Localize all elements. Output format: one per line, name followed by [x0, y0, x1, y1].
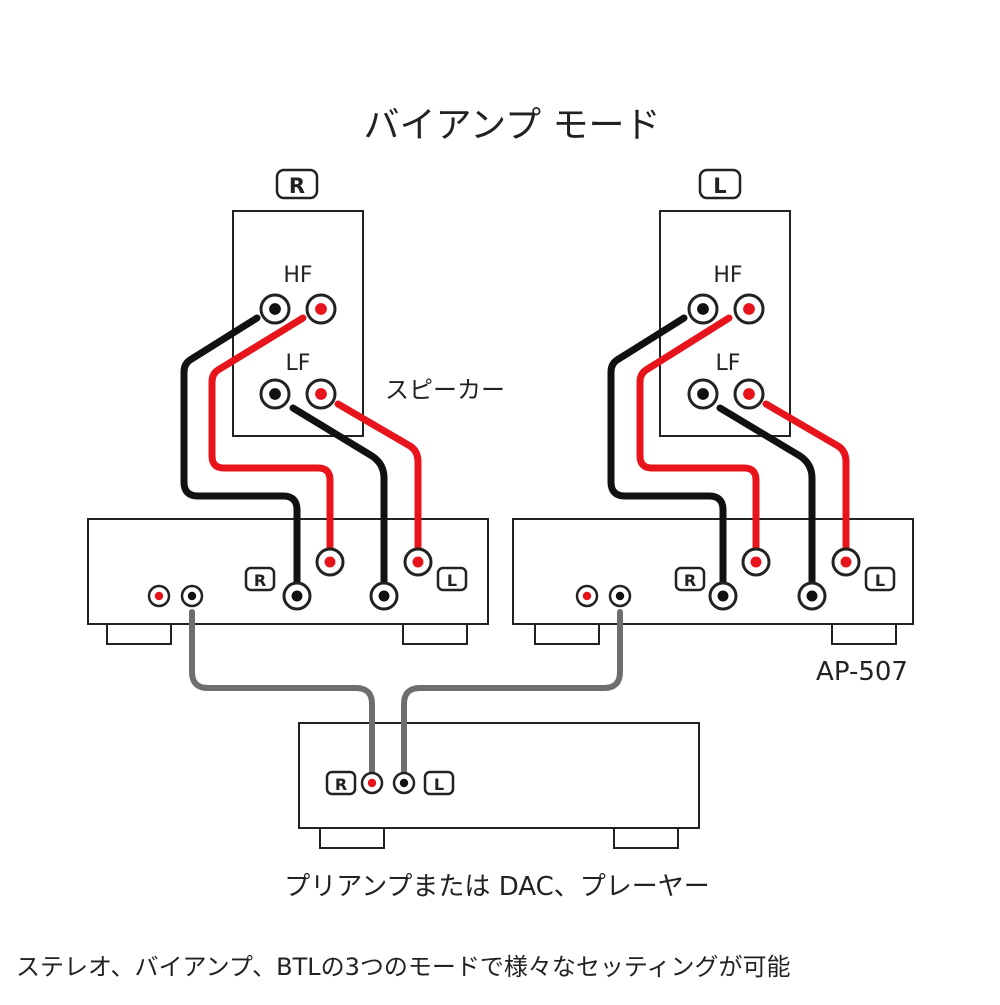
amplifier-right-input-l-terminal-pin — [187, 591, 197, 601]
source-tag-r — [325, 770, 357, 796]
amplifier-left-r-negative-terminal-pin — [717, 590, 729, 602]
amplifier-left-input-l-terminal — [608, 584, 632, 608]
amplifier-left-tag-r-text: R — [684, 571, 696, 590]
amplifier-left-tag-l — [864, 566, 896, 592]
amplifier-left: R L — [512, 518, 914, 645]
amplifier-right-l-positive-terminal-pin — [412, 556, 424, 568]
speaker-right-hf-negative-terminal-pin — [269, 303, 281, 315]
amplifier-right-l-negative-terminal-pin — [378, 590, 390, 602]
source-output-l-terminal-pin — [399, 778, 409, 788]
speaker-right-hf-negative-terminal — [259, 293, 291, 325]
amplifier-right-r-negative-terminal — [282, 581, 312, 611]
speaker-left-hf-negative-terminal — [687, 293, 719, 325]
amplifier-left-r-positive-terminal — [741, 547, 771, 577]
source-device: R L — [298, 722, 700, 849]
speaker-label: スピーカー — [385, 376, 505, 404]
speaker-right-lf-negative-terminal-pin — [269, 388, 281, 400]
amplifier-right-tag-l — [436, 566, 468, 592]
amplifier-right-tag-r-text: R — [254, 571, 266, 590]
amplifier-right-input-r-terminal — [147, 584, 171, 608]
speaker-right-tag — [275, 168, 319, 200]
amplifier-left-input-r-terminal-pin — [582, 591, 592, 601]
speaker-right-lf-negative-terminal — [259, 378, 291, 410]
speaker-left: L HF LF — [659, 168, 791, 437]
speaker-left-hf-positive-terminal — [733, 293, 765, 325]
speaker-right-lf-negative-cable — [289, 404, 388, 598]
speaker-right-hf-label: HF — [283, 263, 312, 288]
source-label: プリアンプまたは DAC、プレーヤー — [284, 872, 710, 902]
speaker-left-lf-negative-terminal — [687, 378, 719, 410]
amplifier-left-l-positive-terminal-pin — [840, 556, 852, 568]
amplifier-right-l-negative-terminal — [369, 581, 399, 611]
amplifier-left-tag-r — [674, 566, 706, 592]
speaker-left-lf-negative-terminal-pin — [697, 388, 709, 400]
amplifier-right-tag-r — [244, 566, 276, 592]
speaker-left-lf-label: LF — [716, 351, 741, 376]
speaker-left-hf-label: HF — [713, 263, 742, 288]
speaker-right-hf-positive-terminal-pin — [315, 303, 327, 315]
amplifier-right-r-positive-terminal — [315, 547, 345, 577]
amplifier-right-tag-l-text: L — [447, 571, 457, 590]
amplifier-right: R L — [87, 518, 489, 645]
amplifier-left-input-l-terminal-pin — [615, 591, 625, 601]
caption: ステレオ、バイアンプ、BTLの3つのモードで様々なセッティングが可能 — [16, 953, 790, 981]
amplifier-left-input-r-terminal — [575, 584, 599, 608]
diagram-title: バイアンプ モード — [364, 105, 661, 146]
amplifier-left-r-negative-terminal — [708, 581, 738, 611]
speaker-right-lf-positive-cable — [334, 400, 422, 564]
speaker-right-hf-positive-cable — [208, 314, 334, 564]
speaker-right-channel: R — [289, 174, 305, 198]
amplifier-right-l-positive-terminal — [403, 547, 433, 577]
amplifier-left-l-negative-terminal-pin — [806, 590, 818, 602]
speaker-left-hf-negative-terminal-pin — [697, 303, 709, 315]
source-output-r-terminal — [360, 771, 384, 795]
speaker-left-channel: L — [713, 174, 726, 198]
source-output-l-terminal — [392, 771, 416, 795]
amplifier-left-tag-l-text: L — [875, 571, 885, 590]
amplifier-left-l-negative-terminal — [797, 581, 827, 611]
source-output-r-terminal-pin — [367, 778, 377, 788]
speaker-left-lf-negative-cable — [716, 404, 816, 598]
source-body — [298, 722, 700, 829]
amplifier-left-r-positive-terminal-pin — [750, 556, 762, 568]
amplifier-right-input-l-terminal — [180, 584, 204, 608]
speaker-left-lf-positive-terminal-pin — [743, 388, 755, 400]
cables — [180, 314, 850, 781]
model-label: AP-507 — [816, 657, 908, 687]
speaker-left-tag — [698, 168, 742, 200]
amplifier-right-input-r-terminal-pin — [154, 591, 164, 601]
speaker-left-lf-positive-terminal — [733, 378, 765, 410]
speaker-right-lf-positive-terminal — [305, 378, 337, 410]
source-tag-l — [423, 770, 455, 796]
speaker-left-lf-positive-cable — [762, 400, 850, 564]
speaker-right-hf-negative-cable — [180, 314, 301, 598]
source-tag-l-text: L — [434, 775, 444, 794]
speaker-right: R HF LF — [232, 168, 364, 437]
speaker-right-lf-positive-terminal-pin — [315, 388, 327, 400]
amplifier-right-r-positive-terminal-pin — [324, 556, 336, 568]
speaker-left-hf-positive-cable — [636, 314, 760, 564]
amplifier-right-r-negative-terminal-pin — [291, 590, 303, 602]
speaker-left-hf-negative-cable — [607, 314, 727, 598]
signal-cable-left — [401, 609, 623, 781]
signal-cable-right — [189, 609, 375, 781]
speaker-right-hf-positive-terminal — [305, 293, 337, 325]
terminals — [147, 293, 861, 795]
speaker-right-lf-label: LF — [286, 351, 311, 376]
source-tag-r-text: R — [335, 775, 347, 794]
amplifier-left-l-positive-terminal — [831, 547, 861, 577]
speaker-left-hf-positive-terminal-pin — [743, 303, 755, 315]
